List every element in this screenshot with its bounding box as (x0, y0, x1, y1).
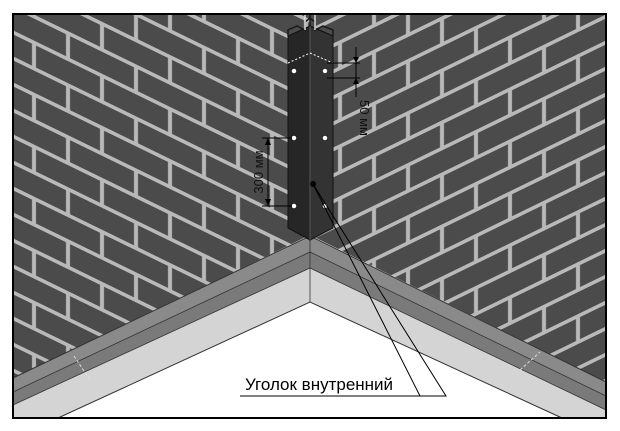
screw (291, 203, 297, 209)
screw (322, 135, 328, 141)
dimension-300mm-label: 300 мм (251, 150, 266, 193)
diagram-frame (12, 13, 607, 419)
dimension-50mm-label: 50 мм (357, 100, 372, 136)
floor-base (12, 235, 607, 419)
screw (291, 68, 297, 74)
top-guide-lines (287, 52, 334, 64)
dimension-50mm (327, 47, 360, 97)
callout-leader (240, 183, 447, 397)
callout-point (310, 181, 316, 187)
screw (291, 135, 297, 141)
inner-corner-profile (287, 14, 334, 241)
screw (322, 68, 328, 74)
dimension-300mm (262, 137, 292, 207)
callout-label: Уголок внутренний (245, 375, 393, 394)
